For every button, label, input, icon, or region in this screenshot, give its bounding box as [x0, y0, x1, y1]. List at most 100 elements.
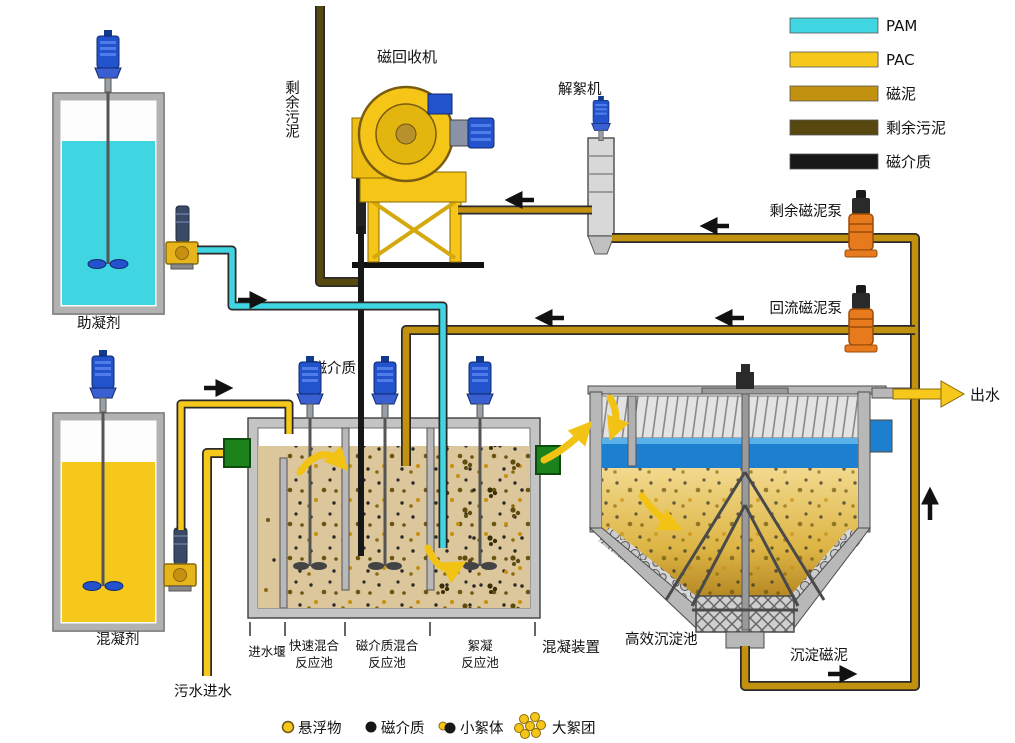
drum-top-motor — [427, 93, 453, 115]
excess-pump-body — [844, 189, 878, 258]
media-mix-label-1: 磁介质混合 — [356, 638, 419, 653]
large-floc-icon — [514, 712, 546, 739]
pac-dosing-pipe — [178, 401, 292, 530]
flow-arrow-weir — [296, 445, 349, 476]
media-mix-label-2: 反应池 — [368, 655, 406, 670]
sedimentation-tank: 高效沉淀池 沉淀磁泥 — [587, 364, 917, 664]
inlet-weir-label: 进水堰 — [248, 644, 286, 659]
defloc-cone — [587, 235, 615, 255]
flow-arrow-floc — [424, 544, 467, 584]
excess-sludge-pipe — [316, 6, 358, 286]
compartment-ticks — [249, 622, 536, 636]
floc-mixer — [463, 355, 497, 570]
motor-fin — [471, 138, 491, 141]
coagulant-aid-label: 助凝剂 — [77, 315, 121, 332]
particle — [264, 588, 268, 592]
media-mixer — [368, 355, 402, 570]
effluent-outlet: 出水 — [892, 380, 1000, 408]
coagulation-unit-label: 混凝装置 — [542, 639, 600, 656]
defloc-motor — [591, 95, 611, 141]
return-sludge-pipe — [402, 326, 915, 466]
magnetic-recovery-machine: 磁回收机 剩余污泥 — [283, 48, 495, 268]
sed-tank-right-wall — [857, 391, 871, 533]
tank2-outline — [52, 412, 165, 632]
pac-liquid — [62, 462, 155, 622]
legend-swatch-magnetic-media — [789, 153, 879, 170]
water-surface — [602, 438, 858, 444]
legend-swatch-excess-sludge — [789, 119, 879, 136]
defloc-body — [587, 137, 615, 237]
mixer-motor — [89, 349, 117, 413]
stand-leg — [367, 197, 380, 263]
legend-swatch-pac — [789, 51, 879, 68]
legend-swatch-magnetic-sludge — [789, 85, 879, 102]
pam-dosing-pipe — [197, 247, 446, 548]
coagulant-label: 混凝剂 — [96, 631, 140, 648]
influent-label: 污水进水 — [174, 683, 232, 700]
excess-pump-label: 剩余磁泥泵 — [770, 202, 843, 220]
coagulation-unit: 进水堰 快速混合 反应池 磁介质混合 反应池 絮凝 反应池 混凝装置 — [247, 417, 600, 670]
large-floc-label: 大絮团 — [552, 720, 596, 737]
pam-dosing-pump — [165, 205, 199, 270]
stand-brace — [371, 200, 457, 260]
return-magnetic-sludge-pump: 回流磁泥泵 — [770, 284, 878, 353]
pac-dosing-pump — [163, 527, 197, 592]
excess-sludge-label: 剩余污泥 — [283, 80, 299, 140]
magnetic-media-legend-label: 磁介质 — [381, 720, 425, 737]
magnetic-media-icon — [365, 721, 377, 733]
flow-arrow-sed-inlet — [606, 394, 630, 441]
inlet-flange — [223, 438, 251, 468]
legend-label-pac: PAC — [886, 51, 915, 69]
machine-base — [352, 262, 484, 268]
scraper-drive-motor — [736, 372, 754, 389]
flow-arrow-sed-internal — [638, 492, 683, 531]
suspended-solids-label: 悬浮物 — [298, 720, 342, 737]
mixer-motor — [94, 29, 122, 93]
suspended-solids-icon — [281, 720, 295, 734]
flow-direction-arrows — [204, 191, 939, 683]
impeller-blade — [87, 259, 107, 269]
impeller-blade — [104, 581, 124, 591]
flow-arrow-outlet — [540, 420, 593, 464]
coagulant-aid-tank: 助凝剂 — [52, 29, 199, 332]
return-pump-body — [844, 284, 878, 353]
legend-label-excess-sludge: 剩余污泥 — [886, 119, 946, 137]
legend-swatch-pam — [789, 17, 879, 34]
divider-wall-1 — [341, 427, 350, 591]
lamella-plates — [601, 395, 859, 439]
sludge-discharge — [725, 631, 765, 649]
legend-label-magnetic-sludge: 磁泥 — [886, 85, 916, 103]
rapid-mixer — [293, 355, 327, 570]
rapid-mix-label-1: 快速混合 — [289, 638, 340, 653]
flocculation-label-2: 反应池 — [461, 655, 499, 670]
effluent-label: 出水 — [970, 386, 1000, 404]
inlet-downcomer — [627, 395, 637, 467]
particle — [272, 558, 276, 562]
drum-axle — [395, 123, 417, 145]
inlet-weir-wall — [279, 457, 288, 609]
effluent-launder — [869, 419, 893, 453]
sludge-loop-pipe — [612, 234, 919, 690]
magnetic-media-pipe-label: 磁介质 — [313, 360, 357, 377]
particle — [266, 518, 270, 522]
motor-fin — [471, 124, 491, 127]
small-floc-label: 小絮体 — [460, 720, 504, 737]
influent-pipe-outline — [202, 448, 232, 676]
effluent-pipe — [892, 388, 942, 400]
media-discharge-chute — [356, 176, 366, 234]
magnetic-recovery-label: 磁回收机 — [377, 48, 437, 66]
sedimentation-tank-label: 高效沉淀池 — [625, 631, 698, 648]
divider-wall-2 — [426, 427, 435, 591]
sed-tank-left-wall — [589, 391, 603, 533]
particle-legend: 悬浮物 磁介质 小絮体 大絮团 — [281, 712, 596, 739]
legend-label-magnetic-media: 磁介质 — [886, 153, 931, 171]
scraper-drive-cap — [741, 364, 750, 372]
motor-fin — [471, 131, 491, 134]
impeller-blade — [109, 259, 129, 269]
gearbox — [449, 119, 469, 147]
legend-label-pam: PAM — [886, 17, 917, 35]
flocculation-label-1: 絮凝 — [467, 638, 493, 653]
scraper-arms — [664, 471, 826, 612]
